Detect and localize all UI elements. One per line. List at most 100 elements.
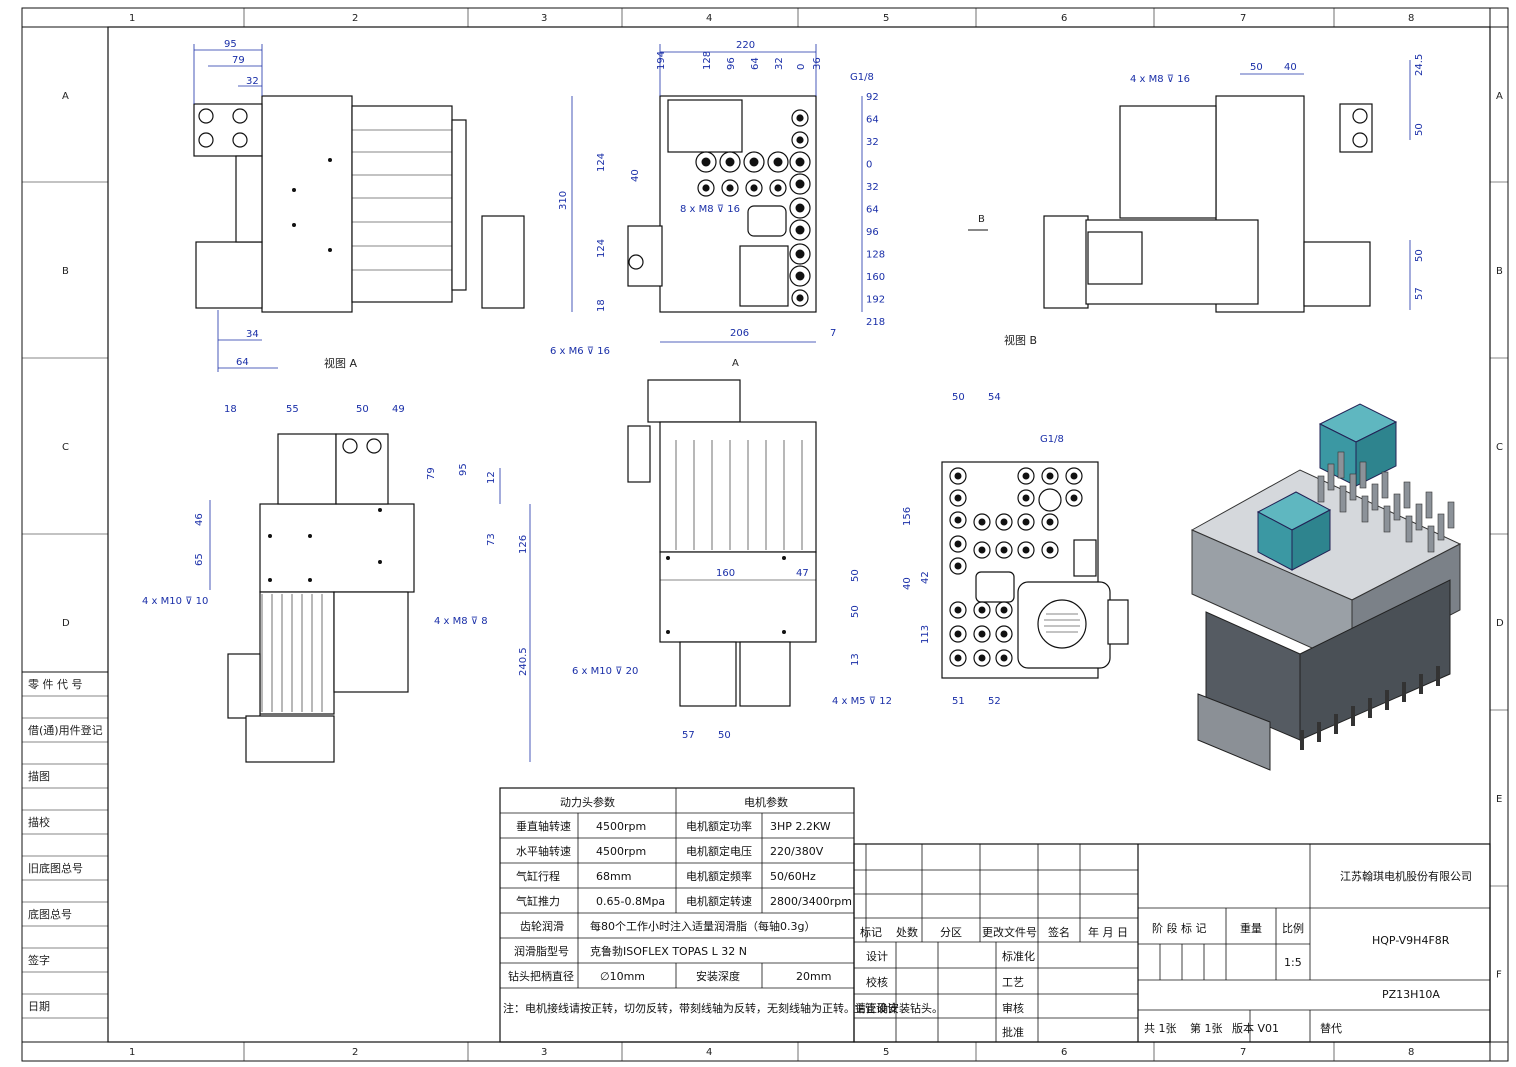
dim-front-top: 32 bbox=[774, 57, 785, 70]
view-a-label: 视图 A bbox=[324, 356, 357, 370]
dim-bottom-40: 40 bbox=[902, 577, 913, 590]
param-value: 220/380V bbox=[770, 845, 824, 858]
params-note: 注：电机接线请按正转，切勿反转，带刻线轴为反转，无刻线轴为正转。请正确安装钻头。 bbox=[503, 1001, 943, 1015]
grease-label: 润滑脂型号 bbox=[514, 944, 569, 958]
row-label-left: D bbox=[62, 618, 70, 629]
params-head-left: 动力头参数 bbox=[560, 795, 615, 809]
rev-header: 分区 bbox=[940, 926, 962, 939]
note-side-m10: 4 x M10 ⊽ 10 bbox=[142, 596, 208, 607]
dim-side-65: 65 bbox=[194, 553, 205, 566]
view-a: 95 79 32 34 64 视图 A bbox=[193, 39, 525, 372]
dim-front-7: 7 bbox=[830, 328, 836, 339]
param-key: 垂直轴转速 bbox=[516, 819, 571, 833]
dim-va-64: 64 bbox=[236, 357, 249, 368]
dim-side-126: 126 bbox=[518, 535, 529, 554]
dim-front-18: 18 bbox=[596, 299, 607, 312]
row-label-left: B bbox=[62, 266, 69, 277]
version: 版本 V01 bbox=[1232, 1021, 1279, 1035]
dim-side-46: 46 bbox=[194, 513, 205, 526]
col-label-bottom: 4 bbox=[706, 1047, 712, 1058]
dim-rear-57: 57 bbox=[682, 730, 695, 741]
col-label-top: 2 bbox=[352, 13, 358, 24]
dim-side-73: 73 bbox=[486, 533, 497, 546]
dim-vb-50b: 50 bbox=[1414, 249, 1425, 262]
role2-label: 工艺 bbox=[1002, 976, 1024, 989]
rev-header: 更改文件号 bbox=[982, 925, 1037, 939]
dim-front-right: 96 bbox=[866, 227, 879, 238]
dim-front-top: 96 bbox=[726, 57, 737, 70]
depth-value: 20mm bbox=[796, 970, 831, 983]
arrow-b-label: B bbox=[978, 214, 985, 225]
dim-rear-47: 47 bbox=[796, 568, 809, 579]
rev-header: 年 月 日 bbox=[1088, 925, 1128, 939]
record-label: 零 件 代 号 bbox=[28, 678, 83, 691]
dim-front-220: 220 bbox=[736, 40, 755, 51]
row-label-right: E bbox=[1496, 794, 1502, 805]
depth-label: 安装深度 bbox=[696, 969, 740, 983]
isometric-view bbox=[1190, 403, 1462, 771]
row-label-right: B bbox=[1496, 266, 1503, 277]
dim-bottom-51: 51 bbox=[952, 696, 965, 707]
dim-side-240.5: 240.5 bbox=[518, 647, 529, 676]
dim-front-right: 160 bbox=[866, 272, 885, 283]
view-b: 4 x M8 ⊽ 16 50 40 24.5 50 50 57 视图 B bbox=[1004, 54, 1425, 347]
role2-label: 标准化 bbox=[1002, 949, 1035, 963]
arrow-a-label: A bbox=[732, 358, 739, 369]
note-vb-m8: 4 x M8 ⊽ 16 bbox=[1130, 74, 1190, 85]
dim-front-right: 32 bbox=[866, 182, 879, 193]
record-label: 描校 bbox=[28, 815, 50, 829]
dim-front-top: 64 bbox=[750, 57, 761, 70]
param-key: 电机额定功率 bbox=[686, 819, 752, 833]
param-value: 50/60Hz bbox=[770, 870, 816, 883]
note-front-g18: G1/8 bbox=[850, 72, 874, 83]
company-name: 江苏翰琪电机股份有限公司 bbox=[1340, 869, 1472, 883]
replace-label: 替代 bbox=[1320, 1021, 1342, 1035]
dim-rear-50c: 50 bbox=[718, 730, 731, 741]
row-label-left: C bbox=[62, 442, 69, 453]
stage-label: 阶 段 标 记 bbox=[1152, 921, 1207, 935]
dim-va-79: 79 bbox=[232, 55, 245, 66]
drawing-code: PZ13H10A bbox=[1382, 988, 1440, 1001]
record-label: 描图 bbox=[28, 769, 50, 783]
col-label-bottom: 7 bbox=[1240, 1047, 1246, 1058]
dim-front-right: 192 bbox=[866, 295, 885, 306]
dim-front-right: 32 bbox=[866, 137, 879, 148]
view-b-label: 视图 B bbox=[1004, 333, 1037, 347]
dim-rear-160: 160 bbox=[716, 568, 735, 579]
dim-vb-57: 57 bbox=[1414, 287, 1425, 300]
record-label: 签字 bbox=[28, 953, 50, 967]
param-value: 2800/3400rpm bbox=[770, 895, 852, 908]
param-key: 水平轴转速 bbox=[516, 844, 571, 858]
sheet-number: 第 1张 bbox=[1190, 1021, 1223, 1035]
scale-value: 1:5 bbox=[1284, 956, 1302, 969]
param-value: 4500rpm bbox=[596, 845, 646, 858]
shank-value: ∅10mm bbox=[600, 970, 645, 983]
dim-bottom-52: 52 bbox=[988, 696, 1001, 707]
dim-front-top: 0 bbox=[796, 64, 807, 70]
dim-bottom-113: 113 bbox=[920, 625, 931, 644]
params-head-right: 电机参数 bbox=[744, 795, 788, 809]
dim-vb-50: 50 bbox=[1250, 62, 1263, 73]
dim-front-top: 194 bbox=[656, 51, 667, 70]
dim-vb-50a: 50 bbox=[1414, 123, 1425, 136]
col-label-bottom: 1 bbox=[129, 1047, 135, 1058]
dim-side-right: 12 bbox=[486, 471, 497, 484]
param-key: 电机额定频率 bbox=[686, 869, 752, 883]
dim-bottom-156: 156 bbox=[902, 507, 913, 526]
col-label-bottom: 8 bbox=[1408, 1047, 1414, 1058]
dim-bottom-42: 42 bbox=[920, 571, 931, 584]
dim-front-310: 310 bbox=[558, 191, 569, 210]
note-rear-m10: 6 x M10 ⊽ 20 bbox=[572, 666, 638, 677]
col-label-top: 5 bbox=[883, 13, 889, 24]
drawing-number: HQP-V9H4F8R bbox=[1372, 934, 1450, 947]
role-label: 主管设计 bbox=[854, 1001, 898, 1015]
dim-front-40: 40 bbox=[630, 169, 641, 182]
param-key: 电机额定转速 bbox=[686, 894, 752, 908]
record-label: 借(通)用件登记 bbox=[28, 723, 103, 737]
dim-bottom-54: 54 bbox=[988, 392, 1001, 403]
note-bottom-g18: G1/8 bbox=[1040, 434, 1064, 445]
